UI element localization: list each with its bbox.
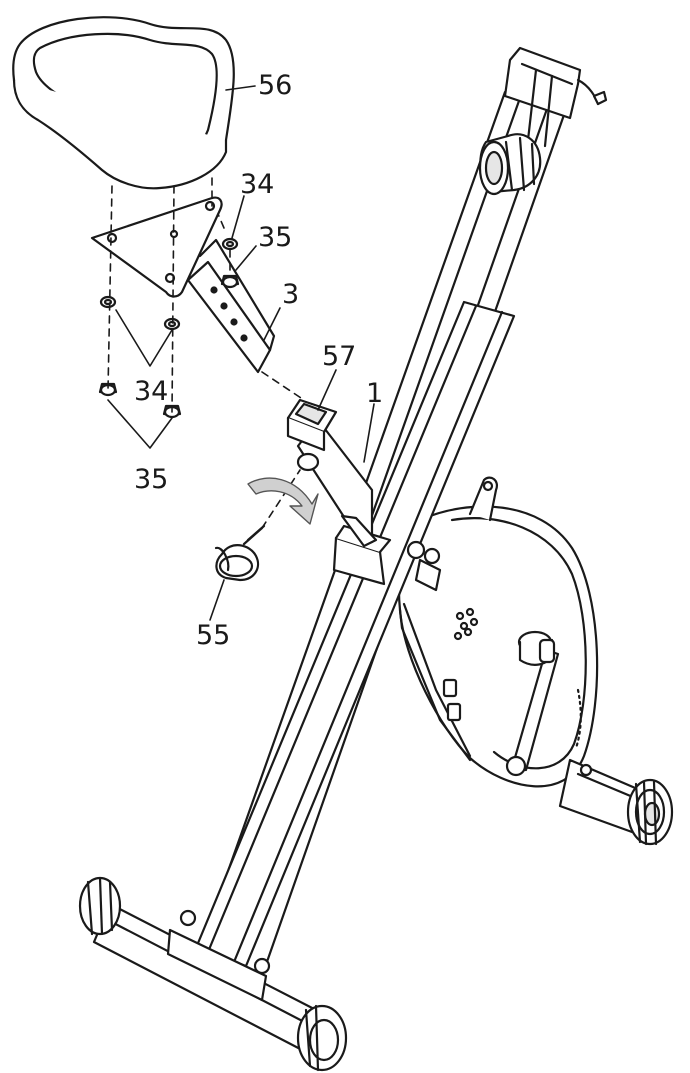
part-label-35-lower: 35 [134, 464, 169, 495]
pivot-bolts [406, 540, 442, 592]
part-label-57: 57 [322, 341, 357, 372]
flywheel-housing [397, 476, 599, 788]
part-label-1: 1 [366, 378, 384, 409]
part-label-34-lower: 34 [134, 376, 169, 407]
part-label-56: 56 [258, 70, 293, 101]
rotation-arrow-icon [247, 477, 319, 525]
pedal-crank [505, 630, 560, 777]
tension-knob [478, 133, 542, 196]
part-label-55: 55 [196, 620, 231, 651]
seat-sleeve [286, 398, 378, 548]
rear-stabilizer [558, 758, 674, 846]
seat-mounting-plate [90, 196, 223, 298]
part-label-34-upper: 34 [240, 169, 275, 200]
front-stabilizer [78, 876, 348, 1072]
pop-pin-knob [214, 524, 266, 582]
seat-cushion [12, 16, 235, 190]
part-label-35-upper: 35 [258, 222, 293, 253]
leader-lines [107, 85, 375, 621]
assembly-guide-lines [107, 177, 305, 529]
seat-post [186, 238, 276, 374]
part-label-3: 3 [282, 279, 300, 310]
